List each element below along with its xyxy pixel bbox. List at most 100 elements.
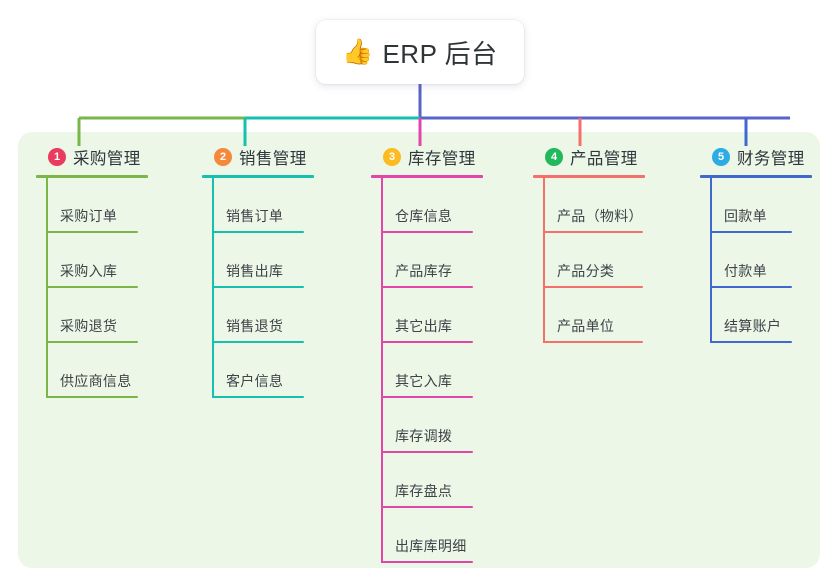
column-title-3: 库存管理: [408, 150, 476, 168]
leaf-rule: [710, 341, 792, 343]
column-rule-4: [533, 175, 645, 178]
column-badge-2: 2: [214, 148, 232, 166]
leaf-rule: [710, 231, 792, 233]
leaf-item[interactable]: 产品单位: [533, 288, 645, 343]
leaf-label: 回款单: [724, 208, 767, 224]
leaf-item[interactable]: 产品分类: [533, 233, 645, 288]
root-node-label: ERP 后台: [382, 38, 498, 69]
leaf-item[interactable]: 出库库明细: [371, 508, 483, 563]
leaf-item[interactable]: 回款单: [700, 178, 812, 233]
leaf-rule: [212, 341, 304, 343]
leaf-label: 销售退货: [226, 318, 284, 334]
leaf-item[interactable]: 采购入库: [36, 233, 148, 288]
leaf-label: 出库库明细: [395, 538, 467, 554]
column-header-1[interactable]: 1 采购管理: [36, 145, 148, 169]
leaf-label: 其它入库: [395, 373, 453, 389]
thumbs-up-icon: 👍: [342, 37, 374, 66]
column-header-4[interactable]: 4 产品管理: [533, 145, 645, 169]
leaf-rule: [46, 341, 138, 343]
leaf-label: 库存盘点: [395, 483, 453, 499]
leaf-item[interactable]: 采购退货: [36, 288, 148, 343]
leaf-label: 采购入库: [60, 263, 118, 279]
leaf-spine-2: [212, 178, 214, 398]
leaf-spine-4: [543, 178, 545, 343]
leaf-rule: [212, 231, 304, 233]
leaf-label: 采购订单: [60, 208, 118, 224]
leaf-label: 产品分类: [557, 263, 615, 279]
leaf-list-5: 回款单付款单结算账户: [700, 178, 812, 343]
column-badge-4: 4: [545, 148, 563, 166]
leaf-rule: [381, 506, 473, 508]
column-2: 2 销售管理销售订单销售出库销售退货客户信息: [202, 145, 314, 398]
leaf-label: 客户信息: [226, 373, 284, 389]
column-1: 1 采购管理采购订单采购入库采购退货供应商信息: [36, 145, 148, 398]
leaf-spine-5: [710, 178, 712, 343]
leaf-label: 销售出库: [226, 263, 284, 279]
leaf-label: 付款单: [724, 263, 767, 279]
leaf-label: 销售订单: [226, 208, 284, 224]
column-title-1: 采购管理: [73, 150, 141, 168]
leaf-rule: [543, 231, 643, 233]
leaf-item[interactable]: 供应商信息: [36, 343, 148, 398]
leaf-item[interactable]: 产品库存: [371, 233, 483, 288]
leaf-rule: [46, 286, 138, 288]
leaf-label: 供应商信息: [60, 373, 132, 389]
leaf-item[interactable]: 结算账户: [700, 288, 812, 343]
leaf-rule: [543, 286, 643, 288]
leaf-rule: [46, 396, 138, 398]
column-rule-1: [36, 175, 148, 178]
leaf-item[interactable]: 产品（物料）: [533, 178, 645, 233]
leaf-spine-3: [381, 178, 383, 563]
leaf-item[interactable]: 其它出库: [371, 288, 483, 343]
leaf-label: 库存调拨: [395, 428, 453, 444]
leaf-rule: [381, 561, 473, 563]
leaf-rule: [710, 286, 792, 288]
leaf-label: 结算账户: [724, 318, 782, 334]
leaf-item[interactable]: 库存盘点: [371, 453, 483, 508]
leaf-rule: [212, 286, 304, 288]
column-rule-5: [700, 175, 812, 178]
leaf-rule: [381, 451, 473, 453]
column-title-2: 销售管理: [239, 150, 307, 168]
leaf-label: 产品单位: [557, 318, 615, 334]
leaf-item[interactable]: 其它入库: [371, 343, 483, 398]
leaf-label: 仓库信息: [395, 208, 453, 224]
leaf-list-2: 销售订单销售出库销售退货客户信息: [202, 178, 314, 398]
leaf-item[interactable]: 库存调拨: [371, 398, 483, 453]
column-header-2[interactable]: 2 销售管理: [202, 145, 314, 169]
diagram-panel: [18, 132, 820, 568]
leaf-item[interactable]: 销售出库: [202, 233, 314, 288]
column-rule-3: [371, 175, 483, 178]
root-node[interactable]: 👍 ERP 后台: [316, 20, 524, 84]
leaf-list-3: 仓库信息产品库存其它出库其它入库库存调拨库存盘点出库库明细: [371, 178, 483, 563]
leaf-label: 采购退货: [60, 318, 118, 334]
leaf-item[interactable]: 销售退货: [202, 288, 314, 343]
leaf-rule: [381, 231, 473, 233]
column-5: 5 财务管理回款单付款单结算账户: [700, 145, 812, 343]
leaf-rule: [212, 396, 304, 398]
column-4: 4 产品管理产品（物料） 产品分类产品单位: [533, 145, 645, 343]
leaf-rule: [543, 341, 643, 343]
leaf-item[interactable]: 付款单: [700, 233, 812, 288]
leaf-item[interactable]: 仓库信息: [371, 178, 483, 233]
column-title-5: 财务管理: [737, 150, 805, 168]
leaf-item[interactable]: 采购订单: [36, 178, 148, 233]
column-rule-2: [202, 175, 314, 178]
leaf-label: 产品（物料）: [557, 208, 643, 224]
leaf-label: 产品库存: [395, 263, 453, 279]
leaf-spine-1: [46, 178, 48, 398]
column-badge-5: 5: [712, 148, 730, 166]
leaf-rule: [46, 231, 138, 233]
leaf-list-4: 产品（物料） 产品分类产品单位: [533, 178, 645, 343]
column-badge-1: 1: [48, 148, 66, 166]
leaf-item[interactable]: 销售订单: [202, 178, 314, 233]
leaf-rule: [381, 341, 473, 343]
leaf-label: 其它出库: [395, 318, 453, 334]
leaf-list-1: 采购订单采购入库采购退货供应商信息: [36, 178, 148, 398]
column-title-4: 产品管理: [570, 150, 638, 168]
column-header-5[interactable]: 5 财务管理: [700, 145, 812, 169]
leaf-item[interactable]: 客户信息: [202, 343, 314, 398]
